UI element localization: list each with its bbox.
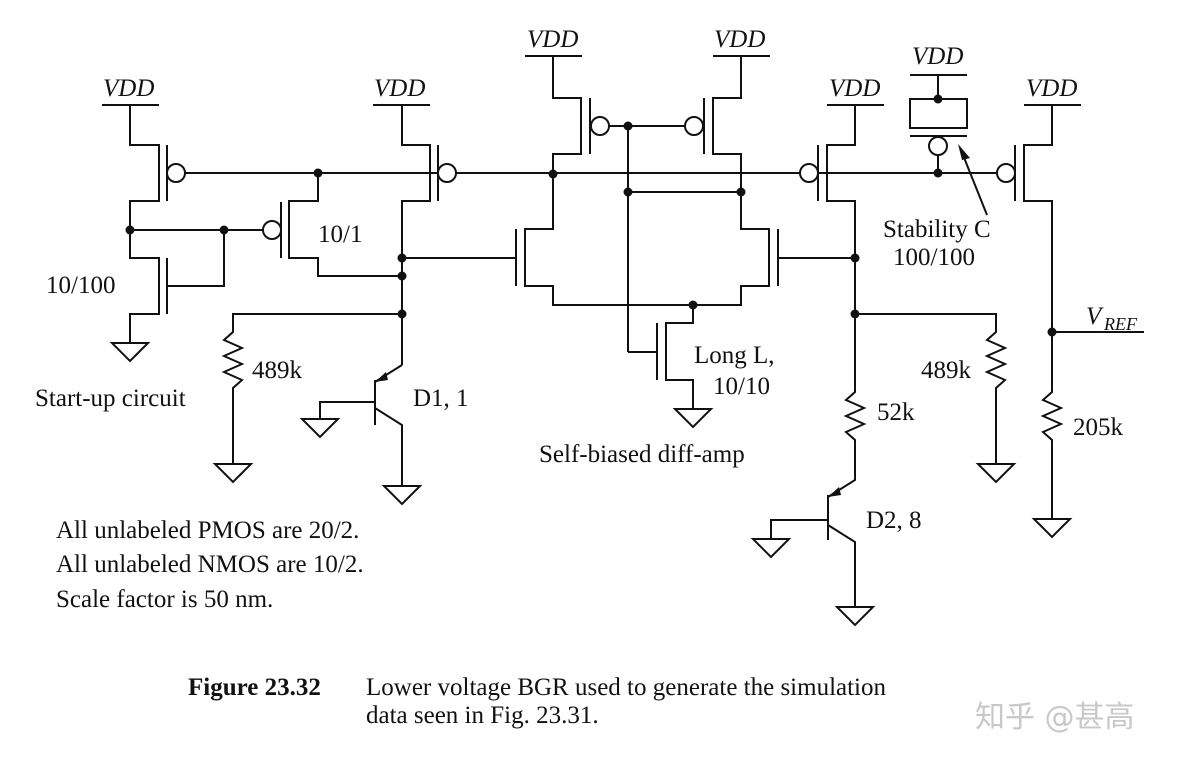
stability-c-label: Stability C [883,216,991,243]
vdd-label: VDD [829,75,880,102]
vdd-supply-2: VDD [373,75,430,106]
note-scale-factor: Scale factor is 50 nm. [56,586,273,613]
vdd-label: VDD [103,75,154,102]
vref-subscript: REF [1103,314,1138,334]
stability-capacitor [909,75,988,216]
vdd-label: VDD [714,26,765,53]
startup-pmos-size-label: 10/1 [318,221,362,248]
figure-caption: Lower voltage BGR used to generate the s… [366,674,886,730]
watermark: 知乎 @甚高 [975,700,1135,735]
startup-nmos-size-label: 10/100 [46,272,115,299]
stability-c-size-label: 100/100 [893,244,975,271]
resistor-489k-left-label: 489k [252,357,303,384]
caption-line-1: Lower voltage BGR used to generate the s… [366,674,887,701]
startup-circuit [109,105,1010,363]
resistor-489k-right-label: 489k [921,357,972,384]
vdd-supply-3: VDD [525,26,582,57]
vdd-supply-1: VDD [102,75,159,106]
long-l-size-label: 10/10 [713,373,770,400]
vdd-label: VDD [1026,75,1077,102]
right-branch [750,105,1017,627]
resistor-205k-label: 205k [1073,414,1124,441]
vdd-supply-6: VDD [910,43,967,76]
vdd-label: VDD [374,75,425,102]
long-l-label: Long L, [694,342,775,369]
figure-number: Figure 23.32 [188,674,321,701]
vdd-label: VDD [527,26,578,53]
d2-label: D2, 8 [866,507,922,534]
self-biased-diff-amp [515,56,855,429]
startup-circuit-label: Start-up circuit [35,385,186,412]
left-branch [212,105,515,506]
vdd-supply-4: VDD [713,26,770,57]
d1-label: D1, 1 [413,385,469,412]
vdd-supply-5: VDD [827,75,884,106]
note-pmos-size: All unlabeled PMOS are 20/2. [56,517,359,544]
vdd-supply-7: VDD [1024,75,1081,106]
caption-line-2: data seen in Fig. 23.31. [366,702,599,729]
resistor-52k-label: 52k [877,399,915,426]
output-branch [996,105,1144,539]
note-nmos-size: All unlabeled NMOS are 10/2. [56,551,364,578]
vdd-label: VDD [912,43,963,70]
diff-amp-label: Self-biased diff-amp [539,441,745,468]
vref-label: V [1086,303,1104,330]
